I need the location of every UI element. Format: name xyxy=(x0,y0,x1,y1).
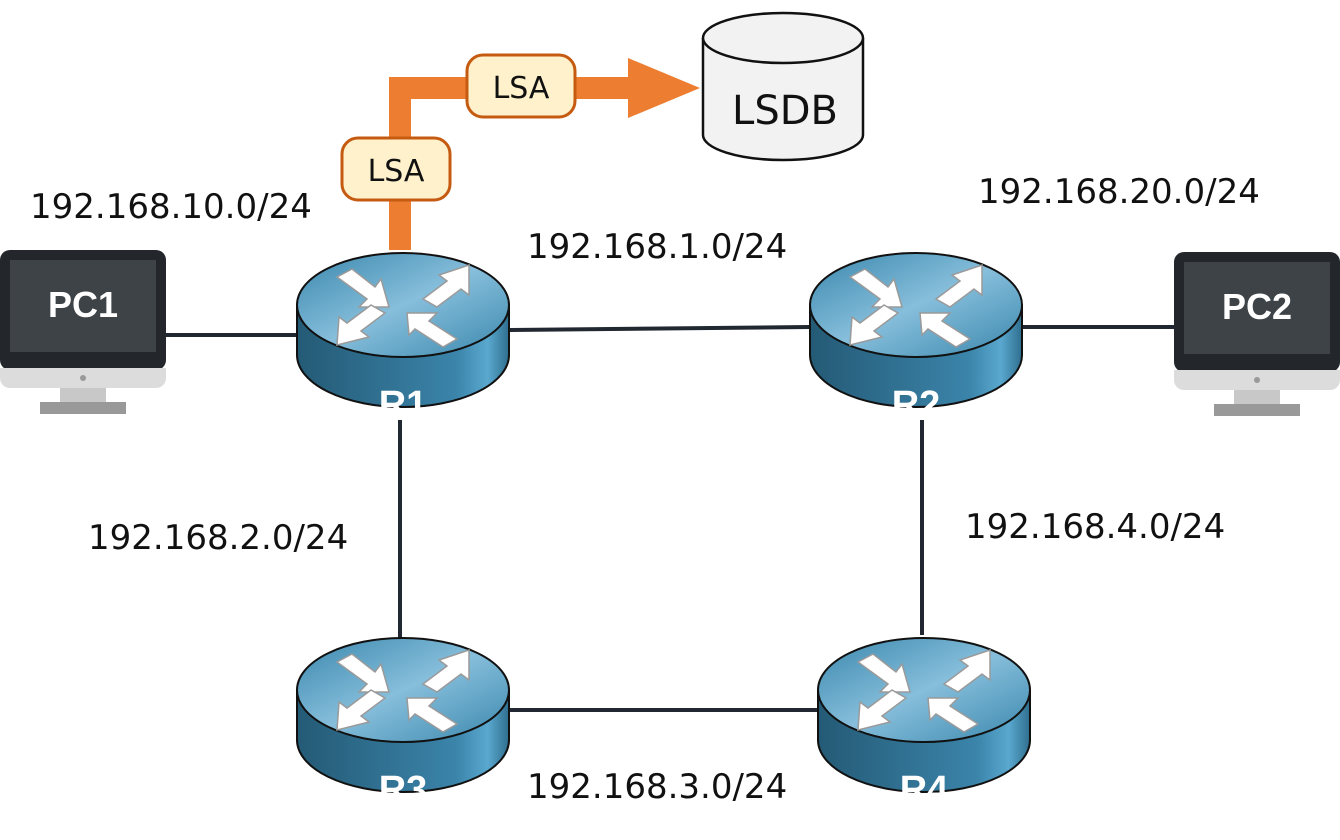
lsa-packet-1: LSA xyxy=(340,136,452,202)
network-label-r1-r2: 192.168.1.0/24 xyxy=(527,227,787,267)
router-label: R2 xyxy=(892,384,941,426)
network-label-r1-r3: 192.168.2.0/24 xyxy=(88,518,348,558)
router-label: R3 xyxy=(379,769,428,811)
lsdb-label: LSDB xyxy=(732,88,838,134)
network-label-pc2-lan: 192.168.20.0/24 xyxy=(978,172,1260,212)
pc1-computer-icon[interactable]: PC1 xyxy=(0,250,166,414)
network-label-pc1-lan: 192.168.10.0/24 xyxy=(30,187,312,227)
pc-label: PC2 xyxy=(1222,286,1292,327)
lsa-flow-arrowhead xyxy=(628,58,700,118)
pc-label: PC1 xyxy=(48,284,118,325)
router-label: R1 xyxy=(379,384,428,426)
router-r3[interactable]: R3 xyxy=(296,637,510,811)
router-r4[interactable]: R4 xyxy=(817,637,1031,811)
router-label: R4 xyxy=(900,769,949,811)
lsa-label: LSA xyxy=(368,154,425,189)
lsdb-database-icon: LSDB xyxy=(701,11,865,162)
lsa-packet-2: LSA xyxy=(465,53,577,119)
pc2-computer-icon[interactable]: PC2 xyxy=(1174,252,1340,416)
network-label-r3-r4: 192.168.3.0/24 xyxy=(527,767,787,807)
router-r2[interactable]: R2 xyxy=(809,252,1023,426)
link-r1-r2 xyxy=(509,325,811,332)
router-r1[interactable]: R1 xyxy=(296,252,510,426)
network-label-r2-r4: 192.168.4.0/24 xyxy=(965,507,1225,547)
lsa-label: LSA xyxy=(493,71,550,106)
